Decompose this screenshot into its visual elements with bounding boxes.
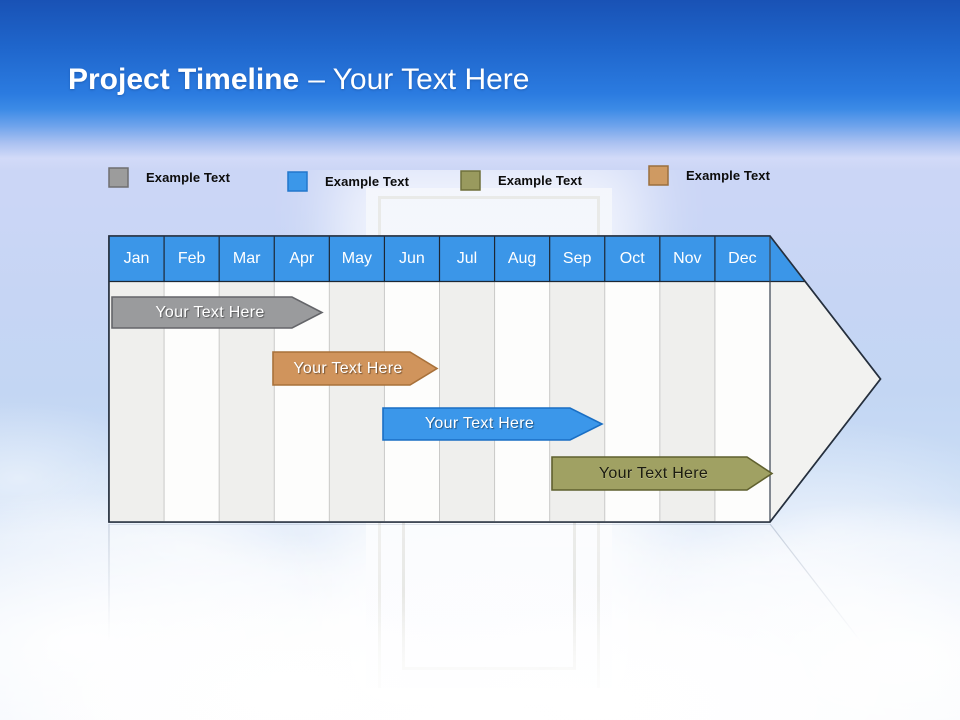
timeline-chart-canvas	[108, 235, 882, 523]
legend-label: Example Text	[325, 174, 410, 189]
task-bar-blue	[382, 407, 604, 441]
legend-item-olive: Example Text	[460, 170, 582, 191]
legend-label: Example Text	[686, 168, 771, 183]
legend-item-orange: Example Text	[648, 165, 770, 186]
stripe-jul	[439, 281, 495, 522]
month-cell: Mar	[219, 236, 274, 281]
task-bar-label-olive: Your Text Here	[598, 464, 709, 482]
month-label: Feb	[177, 249, 206, 267]
month-label: Apr	[289, 249, 315, 267]
legend-swatch	[460, 170, 481, 191]
page-title-subtitle: – Your Text Here	[308, 63, 530, 96]
legend-swatch-rect-olive	[460, 170, 481, 191]
month-header-band	[109, 236, 806, 282]
month-label: Jul	[456, 249, 478, 267]
legend-swatch-rect-blue	[287, 171, 308, 192]
legend-swatch	[287, 171, 308, 192]
legend-swatch-rect-orange	[648, 165, 669, 186]
task-bar-label-blue: Your Text Here	[424, 415, 535, 432]
month-label: Sep	[562, 249, 592, 267]
month-label: Jan	[123, 249, 150, 267]
page-title: Project Timeline– Your Text Here	[68, 60, 529, 100]
month-cell: May	[329, 236, 384, 281]
timeline-arrow-outline	[108, 235, 882, 523]
legend-swatch-rect-gray	[108, 167, 129, 188]
legend-swatch	[648, 165, 669, 186]
stripe-aug	[494, 281, 550, 522]
month-cell: Jun	[384, 236, 439, 281]
task-bar-olive	[551, 456, 774, 491]
month-label: Jun	[399, 249, 425, 267]
page-title-main: Project Timeline	[68, 63, 300, 96]
month-header-row: Jan Feb Mar Apr May Jun Jul Aug Sep Oct …	[109, 236, 770, 281]
title-band	[0, 0, 960, 170]
legend-item-blue: Example Text	[287, 171, 409, 192]
month-cell: Nov	[660, 236, 715, 281]
legend-label: Example Text	[498, 173, 583, 188]
legend-label: Example Text	[146, 170, 231, 185]
month-cell: Apr	[274, 236, 329, 281]
month-label: Dec	[728, 249, 757, 267]
month-label: Nov	[673, 249, 702, 267]
month-label: May	[341, 249, 372, 267]
month-label: Aug	[507, 249, 537, 267]
clouds-front-image	[0, 580, 960, 720]
task-bar-orange	[272, 351, 439, 386]
month-cell: Feb	[164, 236, 219, 281]
legend-swatch	[108, 167, 129, 188]
month-cell: Jul	[439, 236, 494, 281]
month-cell: Aug	[495, 236, 550, 281]
legend-item-gray: Example Text	[108, 167, 230, 188]
task-bar-gray	[111, 296, 324, 329]
month-cell: Oct	[605, 236, 660, 281]
month-label: Oct	[619, 249, 645, 267]
stripe-may	[329, 281, 385, 522]
month-cell: Jan	[109, 236, 164, 281]
task-bar-label-orange: Your Text Here	[293, 359, 403, 377]
month-label: Mar	[232, 249, 261, 267]
stripe-jun	[384, 281, 440, 522]
timeline-chart: Jan Feb Mar Apr May Jun Jul Aug Sep Oct …	[108, 235, 882, 523]
task-bar-label-gray: Your Text Here	[155, 303, 265, 321]
month-cell: Dec	[715, 236, 770, 281]
month-cell: Sep	[550, 236, 605, 281]
